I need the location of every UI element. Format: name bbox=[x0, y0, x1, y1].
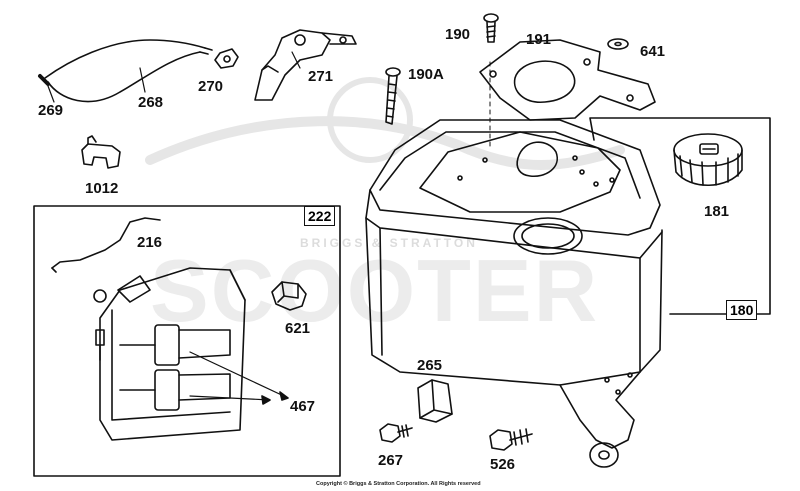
part-label-181: 181 bbox=[704, 203, 730, 220]
assembly-frame-222 bbox=[33, 205, 341, 477]
part-label-190: 190 bbox=[445, 26, 471, 43]
wire-link-part bbox=[51, 217, 161, 273]
assembly-label-222: 222 bbox=[304, 206, 336, 226]
arrow-467-b bbox=[261, 395, 271, 405]
copyright-notice: Copyright © Briggs & Stratton Corporatio… bbox=[316, 481, 481, 487]
fuel-tank-part bbox=[365, 119, 663, 468]
part-label-216: 216 bbox=[137, 234, 163, 251]
part-label-270: 270 bbox=[198, 78, 224, 95]
part-label-267: 267 bbox=[378, 452, 404, 469]
leader-467-a bbox=[189, 351, 289, 399]
leader-271 bbox=[291, 51, 301, 69]
part-label-1012: 1012 bbox=[85, 180, 119, 197]
screw-part-526 bbox=[489, 428, 533, 451]
part-label-269: 269 bbox=[38, 102, 64, 119]
part-label-526: 526 bbox=[490, 456, 516, 473]
part-label-641: 641 bbox=[640, 43, 666, 60]
arrow-467-a bbox=[279, 391, 289, 401]
screw-part-267 bbox=[379, 423, 413, 443]
watermark-brand-small: BRIGGS & STRATTON bbox=[300, 236, 478, 250]
part-label-265: 265 bbox=[417, 357, 443, 374]
small-bracket-part bbox=[417, 379, 453, 423]
clip-part bbox=[81, 135, 121, 169]
control-plate-part bbox=[93, 267, 246, 441]
control-bracket-part bbox=[254, 29, 357, 101]
leader-268 bbox=[139, 67, 146, 93]
throttle-cable-part bbox=[38, 39, 213, 103]
fuel-cap-part bbox=[673, 133, 743, 187]
part-label-268: 268 bbox=[138, 94, 164, 111]
leader-467-b bbox=[189, 395, 271, 401]
leader-269 bbox=[47, 85, 55, 103]
nut-part bbox=[214, 48, 239, 69]
part-label-271: 271 bbox=[308, 68, 334, 85]
washer-part bbox=[607, 38, 629, 50]
assembly-label-180: 180 bbox=[726, 300, 758, 320]
gasket-plate-part bbox=[479, 39, 656, 121]
part-label-621: 621 bbox=[285, 320, 311, 337]
part-label-191: 191 bbox=[526, 31, 552, 48]
spring-clip-part bbox=[271, 281, 307, 311]
watermark-swoosh bbox=[145, 77, 625, 170]
part-label-467: 467 bbox=[290, 398, 316, 415]
watermark-brand-big: SCOOTER bbox=[150, 241, 600, 340]
part-label-190a: 190A bbox=[408, 66, 444, 83]
long-bolt-part-190a bbox=[385, 67, 401, 125]
screw-part-190 bbox=[483, 13, 499, 43]
